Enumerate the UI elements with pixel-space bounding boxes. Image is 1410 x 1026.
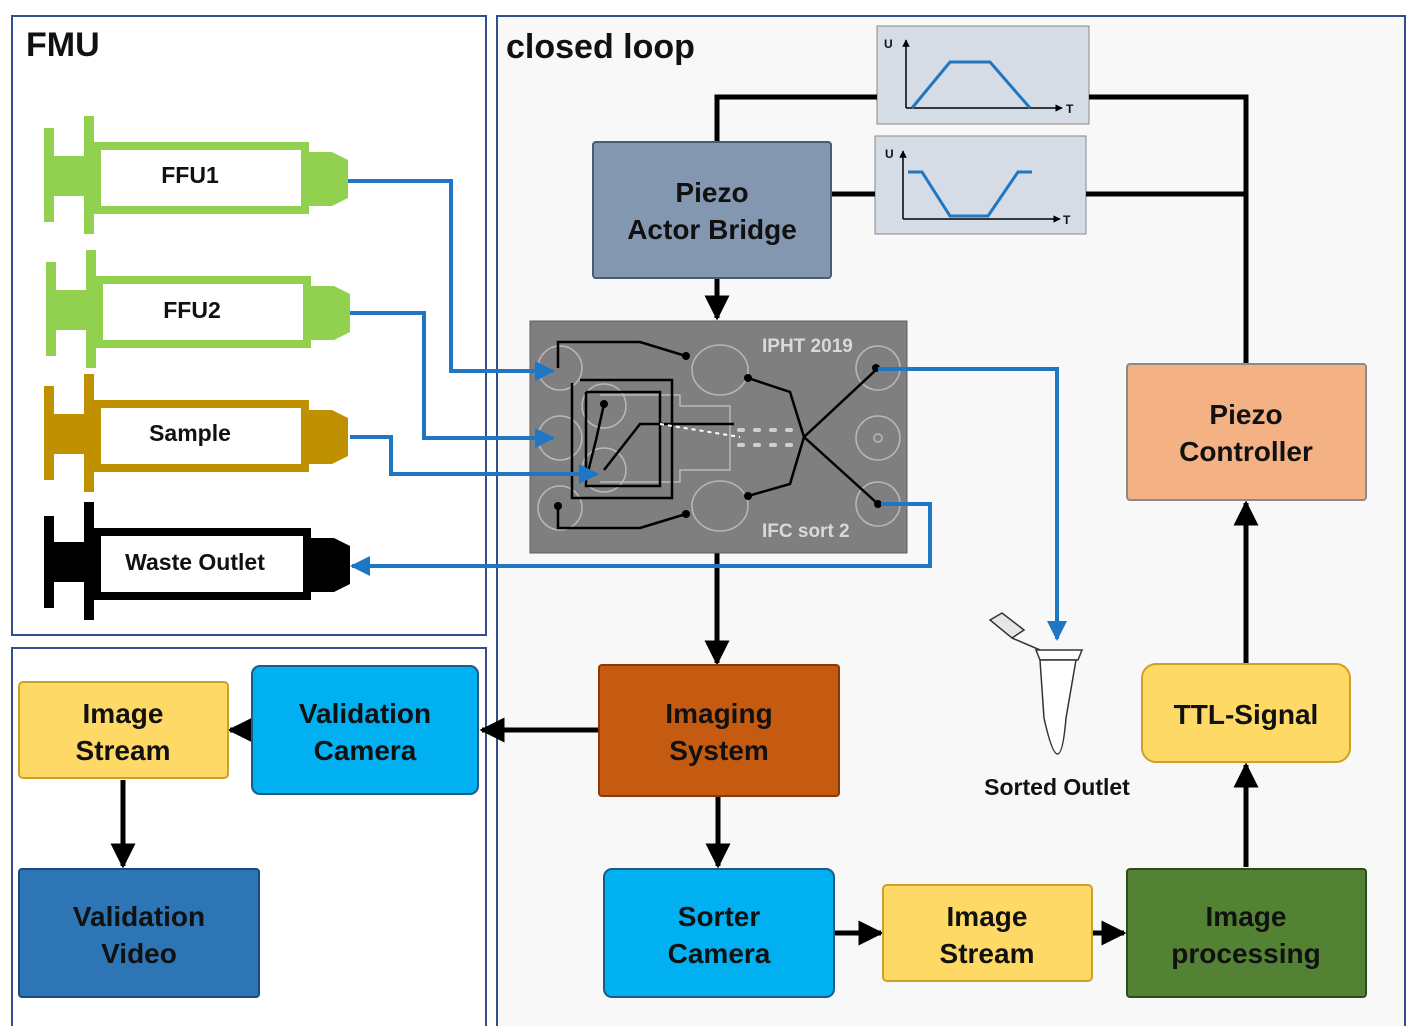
validation-camera-label-2: Camera — [314, 735, 417, 766]
image-stream-left-block — [18, 681, 229, 779]
image-stream-bottom-label-2: Stream — [940, 938, 1035, 969]
validation-video-block — [18, 868, 260, 998]
piezo-controller-label-2: Controller — [1179, 436, 1313, 467]
signal-arrows — [110, 278, 1259, 946]
syringe-waste: Waste Outlet — [44, 502, 350, 620]
svg-text:T: T — [1063, 213, 1071, 227]
signal-plot-top: U T — [876, 25, 1090, 125]
syringe-sample: Sample — [44, 374, 348, 492]
svg-text:U: U — [885, 147, 894, 161]
fmu-title: FMU — [26, 26, 100, 64]
ttl-signal-label: TTL-Signal — [1174, 699, 1319, 730]
validation-camera-block — [251, 665, 479, 795]
syringe-sample-label: Sample — [149, 420, 231, 446]
svg-text:U: U — [884, 37, 893, 51]
syringe-waste-label: Waste Outlet — [125, 549, 265, 575]
image-stream-bottom-label-1: Image — [947, 901, 1028, 932]
sorting-chip: IPHT 2019 IFC sort 2 — [529, 320, 908, 554]
validation-camera-label-1: Validation — [299, 698, 431, 729]
syringe-ffu2: FFU2 — [46, 250, 350, 368]
chip-label-bottom: IFC sort 2 — [762, 521, 850, 542]
image-processing-label-2: processing — [1171, 938, 1320, 969]
sorted-outlet-tube — [988, 612, 1084, 755]
sorter-camera-label-1: Sorter — [678, 901, 761, 932]
chip-label-top: IPHT 2019 — [762, 336, 853, 357]
ttl-signal-block — [1141, 663, 1351, 763]
syringe-ffu1: FFU1 — [44, 116, 348, 234]
signal-plot-bottom: U T — [874, 135, 1087, 235]
sorter-camera-block — [603, 868, 835, 998]
imaging-system-label-2: System — [669, 735, 769, 766]
piezo-controller-block — [1126, 363, 1367, 501]
imaging-system-label-1: Imaging — [665, 698, 772, 729]
syringe-ffu1-label: FFU1 — [161, 162, 219, 188]
validation-video-label-1: Validation — [73, 901, 205, 932]
syringe-ffu2-label: FFU2 — [163, 297, 221, 323]
piezo-actor-bridge-block — [592, 141, 832, 279]
control-lines — [714, 94, 1249, 364]
image-processing-label-1: Image — [1206, 901, 1287, 932]
piezo-controller-label-1: Piezo — [1209, 399, 1282, 430]
image-stream-left-label-2: Stream — [76, 735, 171, 766]
validation-video-label-2: Video — [101, 938, 177, 969]
closed-loop-title: closed loop — [506, 28, 695, 66]
sorted-outlet-label: Sorted Outlet — [984, 774, 1130, 800]
sorter-camera-label-2: Camera — [668, 938, 771, 969]
imaging-system-block — [598, 664, 840, 797]
svg-text:T: T — [1066, 102, 1074, 116]
piezo-actor-bridge-label-1: Piezo — [675, 177, 748, 208]
piezo-actor-bridge-label-2: Actor Bridge — [627, 214, 797, 245]
image-stream-left-label-1: Image — [83, 698, 164, 729]
image-stream-bottom-block — [882, 884, 1093, 982]
image-processing-block — [1126, 868, 1367, 998]
fluid-lines — [348, 179, 1067, 641]
